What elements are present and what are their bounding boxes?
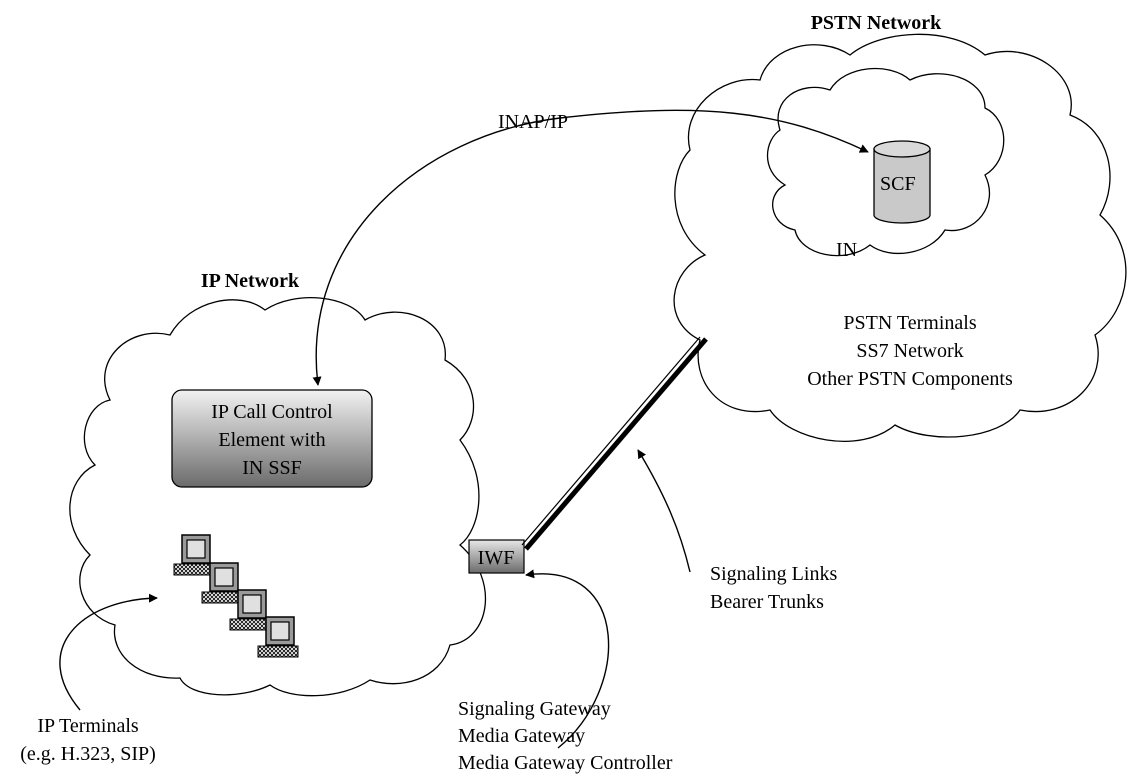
signaling-link-line <box>521 336 701 546</box>
ip-call-control-box <box>171 389 373 488</box>
terminals-label-2: (e.g. H.323, SIP) <box>20 743 156 765</box>
call-control-line-3: IN SSF <box>242 457 301 479</box>
scf-label: SCF <box>880 173 916 195</box>
terminals-label-1: IP Terminals <box>37 715 139 737</box>
links-label-1: Signaling Links <box>710 563 837 585</box>
iwf-box <box>468 539 525 574</box>
ip-terminal-icons <box>173 534 299 658</box>
scf-database-icon <box>873 140 931 224</box>
iwf-label: IWF <box>478 547 515 569</box>
links-pointer-arrow <box>637 449 691 573</box>
gateway-label-3: Media Gateway Controller <box>458 752 673 774</box>
gateway-pointer-arrow <box>525 569 610 749</box>
pstn-network-title: PSTN Network <box>811 12 942 34</box>
links-label-2: Bearer Trunks <box>710 591 824 613</box>
gateway-label-1: Signaling Gateway <box>458 698 611 720</box>
pstn-component-2: SS7 Network <box>856 340 963 362</box>
terminals-pointer-arrow <box>59 593 158 711</box>
call-control-line-2: Element with <box>218 429 325 451</box>
pstn-component-1: PSTN Terminals <box>843 312 976 334</box>
bearer-trunk-line <box>524 337 708 551</box>
gateway-label-2: Media Gateway <box>458 725 585 747</box>
inap-connector <box>312 109 869 386</box>
ip-network-title: IP Network <box>201 270 300 292</box>
in-label: IN <box>836 239 857 261</box>
pstn-component-3: Other PSTN Components <box>807 368 1013 390</box>
inap-ip-label: INAP/IP <box>498 111 568 133</box>
call-control-line-1: IP Call Control <box>211 401 333 423</box>
